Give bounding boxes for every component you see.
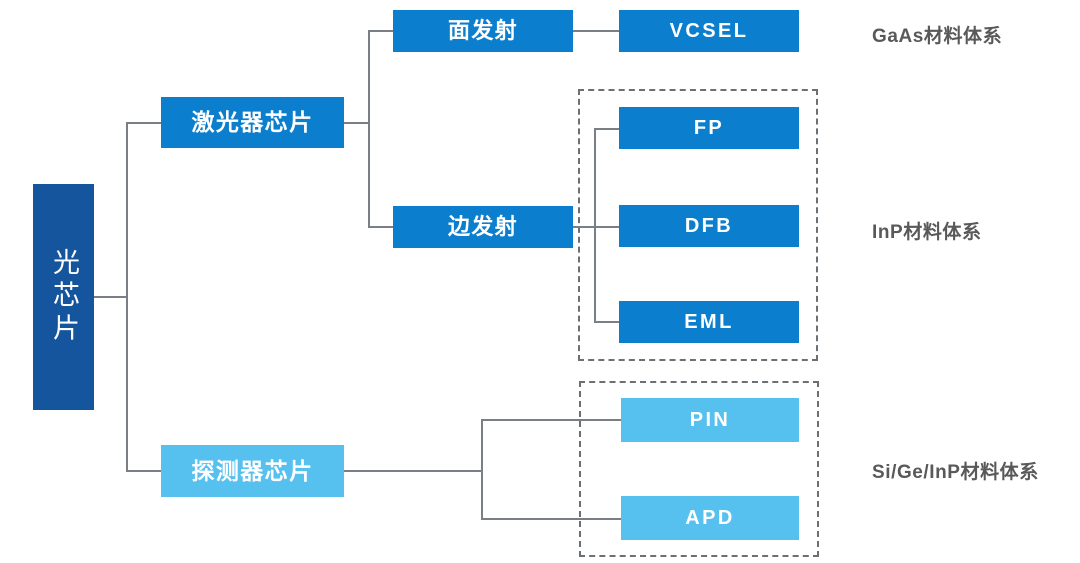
node-pin[interactable]: PIN (621, 398, 799, 442)
node-dfb[interactable]: DFB (619, 205, 799, 247)
connector-branch-to-apd (481, 518, 621, 520)
connector-trunk-to-laser (126, 122, 163, 124)
connector-inp-branch-vertical (594, 128, 596, 323)
connector-branch-to-surface-emitting (368, 30, 395, 32)
connector-edge-emitting-to-branch (573, 226, 621, 228)
connector-branch-to-eml (594, 321, 621, 323)
connector-trunk-to-detector (126, 470, 163, 472)
connector-branch-to-fp (594, 128, 621, 130)
connector-detector-branch-vertical (481, 419, 483, 520)
material-label-inp: InP材料体系 (872, 222, 982, 243)
connector-surface-emitting-to-vcsel (573, 30, 619, 32)
connector-trunk-vertical (126, 122, 128, 472)
connector-branch-to-edge-emitting (368, 226, 395, 228)
node-surface-emitting[interactable]: 面发射 (393, 10, 573, 52)
connector-detector-to-branch (344, 470, 483, 472)
connector-root-to-trunk (94, 296, 128, 298)
connector-emitter-branch-vertical (368, 30, 370, 227)
node-root-optical-chip[interactable]: 光芯片 (33, 184, 94, 410)
node-laser-chip[interactable]: 激光器芯片 (161, 97, 344, 148)
node-edge-emitting[interactable]: 边发射 (393, 206, 573, 248)
material-label-gaas: GaAs材料体系 (872, 26, 1003, 47)
node-fp[interactable]: FP (619, 107, 799, 149)
connector-laser-to-branch (344, 122, 370, 124)
node-detector-chip[interactable]: 探测器芯片 (161, 445, 344, 497)
material-label-si-ge-inp: Si/Ge/InP材料体系 (872, 462, 1039, 483)
node-apd[interactable]: APD (621, 496, 799, 540)
group-box-inp (578, 89, 818, 361)
connector-branch-to-pin (481, 419, 621, 421)
group-box-detector (579, 381, 819, 557)
node-eml[interactable]: EML (619, 301, 799, 343)
node-vcsel[interactable]: VCSEL (619, 10, 799, 52)
